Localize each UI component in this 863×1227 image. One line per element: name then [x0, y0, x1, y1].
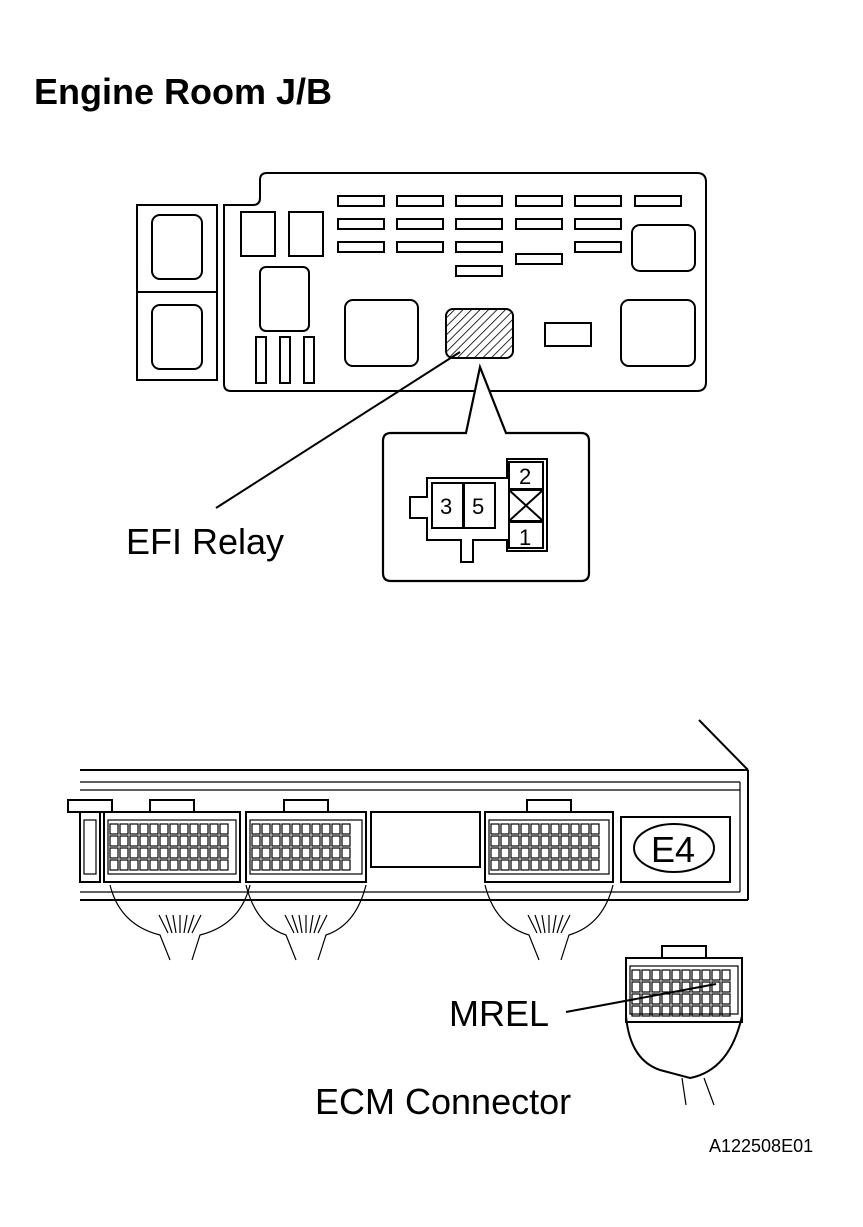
diagram-title: Engine Room J/B — [34, 71, 332, 112]
ecm-connector-label: ECM Connector — [315, 1081, 571, 1122]
wire-harness-1 — [109, 884, 251, 961]
ecm-socket-3 — [484, 799, 614, 883]
wire-harness-2 — [245, 884, 367, 961]
mrel-terminal-label: MREL — [449, 993, 549, 1034]
relay-pin-5: 5 — [472, 494, 484, 519]
relay-callout: 3 5 2 1 — [381, 363, 591, 583]
relay-pin-3: 3 — [440, 494, 452, 519]
ecm-connector — [625, 945, 743, 1106]
ecm-socket-1 — [103, 799, 241, 883]
efi-relay-label: EFI Relay — [126, 521, 284, 562]
ecm-unit: E4 — [67, 719, 749, 961]
efi-relay-position — [445, 308, 514, 359]
connector-wire-2 — [703, 1077, 715, 1106]
connector-code: E4 — [651, 829, 695, 870]
connector-wire-1 — [681, 1077, 687, 1106]
relay-pin-1: 1 — [519, 525, 531, 550]
wire-harness-3 — [484, 884, 614, 961]
figure-id: A122508E01 — [709, 1136, 813, 1156]
relay-pin-2: 2 — [519, 464, 531, 489]
ecm-connector-socket — [625, 945, 743, 1023]
junction-block — [136, 172, 707, 392]
ecm-socket-partial — [67, 799, 113, 883]
ecm-socket-2 — [245, 799, 367, 883]
